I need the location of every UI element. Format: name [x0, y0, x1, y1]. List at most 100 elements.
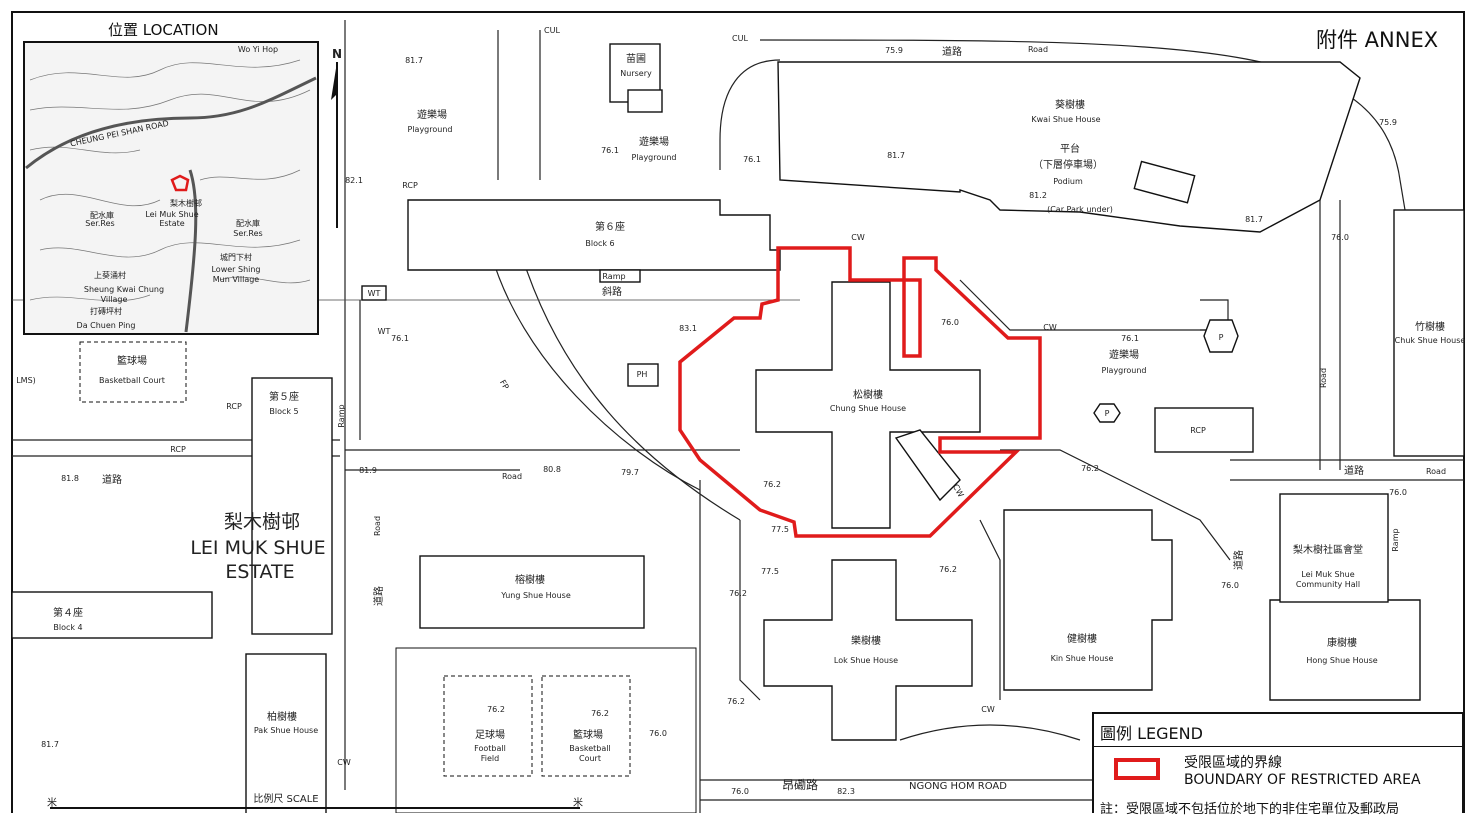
ramp-zh: 斜路: [602, 285, 622, 298]
road-zh: 道路: [102, 473, 122, 486]
spot-height: 77.5: [761, 567, 779, 576]
block4-en: Block 4: [53, 623, 82, 632]
podium-en2: (Car Park under): [1047, 205, 1113, 214]
spot-height: 76.0: [1331, 233, 1349, 242]
spot-height: 82.1: [345, 176, 363, 185]
rcp-label: RCP: [226, 402, 242, 411]
road-en: Road: [373, 516, 382, 536]
location-inset-label: Lei Muk Shue: [145, 210, 198, 219]
wt-label: WT: [368, 289, 381, 298]
spot-height: 79.7: [621, 468, 639, 477]
scale-unit: 米: [47, 796, 57, 809]
spot-height: 77.5: [771, 525, 789, 534]
location-inset-label: 梨木樹邨: [170, 198, 202, 208]
pak-shue-en: Pak Shue House: [254, 726, 318, 735]
ph-label: PH: [637, 370, 648, 379]
chung-shue-en: Chung Shue House: [830, 404, 906, 413]
spot-height: 76.2: [591, 709, 609, 718]
block6-zh: 第６座: [595, 220, 625, 233]
spot-height: 76.1: [391, 334, 409, 343]
podium-sub: （下層停車場）: [1033, 158, 1103, 171]
spot-height: 82.3: [837, 787, 855, 796]
spot-height: 76.0: [649, 729, 667, 738]
hong-shue-zh: 康樹樓: [1327, 636, 1357, 649]
football-en: Field: [481, 754, 499, 763]
community-hall-en2: Community Hall: [1296, 580, 1360, 589]
block6-en: Block 6: [585, 239, 614, 248]
location-inset-label: 配水庫: [90, 210, 114, 220]
spot-height: 76.2: [1081, 464, 1099, 473]
location-inset-label: Lower Shing: [211, 265, 260, 274]
football-zh: 足球場: [475, 728, 505, 741]
spot-height: 81.2: [1029, 191, 1047, 200]
spot-height: 76.2: [763, 480, 781, 489]
estate-en2: ESTATE: [225, 561, 294, 583]
playground-zh: 遊樂場: [639, 135, 669, 148]
legend-boundary-en: BOUNDARY OF RESTRICTED AREA: [1184, 772, 1421, 788]
spot-height: 76.0: [941, 318, 959, 327]
kwai-shue-en: Kwai Shue House: [1031, 115, 1100, 124]
spot-height: 76.1: [601, 146, 619, 155]
legend-box: 圖例 LEGEND 受限區域的界線 BOUNDARY OF RESTRICTED…: [1092, 712, 1464, 817]
location-inset-label: Sheung Kwai Chung: [84, 285, 164, 294]
ramp-en: Ramp: [337, 404, 346, 427]
podium-en: Podium: [1053, 177, 1083, 186]
football-en: Football: [474, 744, 506, 753]
block5-en: Block 5: [269, 407, 298, 416]
chung-shue-zh: 松樹樓: [853, 388, 883, 401]
spot-height: 76.2: [487, 705, 505, 714]
ngong-zh: 昂磡路: [782, 777, 818, 792]
block5-zh: 第５座: [269, 390, 299, 403]
nursery-en: Nursery: [620, 69, 652, 78]
road-en: Road: [1028, 45, 1048, 54]
community-hall-zh: 梨木樹社區會堂: [1293, 543, 1363, 556]
basketball-zh: 籃球場: [573, 728, 603, 741]
lok-shue-zh: 樂樹樓: [851, 634, 881, 647]
location-inset-label: Village: [101, 295, 128, 304]
cul-label: CUL: [732, 34, 748, 43]
basketball-en: Basketball: [569, 744, 610, 753]
ramp-en: Ramp: [602, 272, 625, 281]
road-en: Road: [1426, 467, 1446, 476]
road-en: Road: [1319, 368, 1328, 388]
playground-en: Playground: [632, 153, 677, 162]
legend-divider: [1094, 746, 1462, 747]
playground-en: Playground: [408, 125, 453, 134]
ngong-en: NGONG HOM ROAD: [909, 781, 1007, 792]
rcp-label: RCP: [1190, 426, 1206, 435]
cw-label: CW: [981, 705, 995, 714]
p-label: P: [1105, 409, 1110, 418]
location-inset-label: Da Chuen Ping: [77, 321, 136, 330]
road-zh: 道路: [1344, 464, 1364, 477]
location-inset-label: Estate: [159, 219, 184, 228]
cw-label: CW: [851, 233, 865, 242]
scale-title: 比例尺 SCALE: [253, 792, 318, 805]
legend-boundary-symbol: [1114, 758, 1160, 780]
spot-height: 75.9: [1379, 118, 1397, 127]
annex-label: 附件 ANNEX: [1316, 28, 1439, 52]
playground-zh: 遊樂場: [1109, 348, 1139, 361]
location-title: 位置 LOCATION: [108, 21, 219, 39]
estate-en1: LEI MUK SHUE: [190, 537, 325, 559]
spot-height: 76.1: [743, 155, 761, 164]
spot-height: 76.1: [1121, 334, 1139, 343]
spot-height: 76.2: [939, 565, 957, 574]
legend-title: 圖例 LEGEND: [1100, 724, 1203, 743]
spot-height: 76.2: [727, 697, 745, 706]
kwai-shue-zh: 葵樹樓: [1055, 98, 1085, 111]
spot-height: 76.0: [1221, 581, 1239, 590]
scale-unit: 米: [573, 796, 583, 809]
rcp-label: RCP: [170, 445, 186, 454]
playground-zh: 遊樂場: [417, 108, 447, 121]
legend-boundary-zh: 受限區域的界線: [1184, 755, 1282, 771]
road-network: [12, 20, 1464, 813]
restricted-area-boundary: [678, 246, 1042, 538]
block4-zh: 第４座: [53, 606, 83, 619]
spot-height: 76.2: [729, 589, 747, 598]
podium-zh: 平台: [1060, 142, 1080, 155]
location-inset-label: Wo Yi Hop: [238, 45, 278, 54]
basketball-en: Court: [579, 754, 601, 763]
yung-shue-en: Yung Shue House: [500, 591, 571, 600]
